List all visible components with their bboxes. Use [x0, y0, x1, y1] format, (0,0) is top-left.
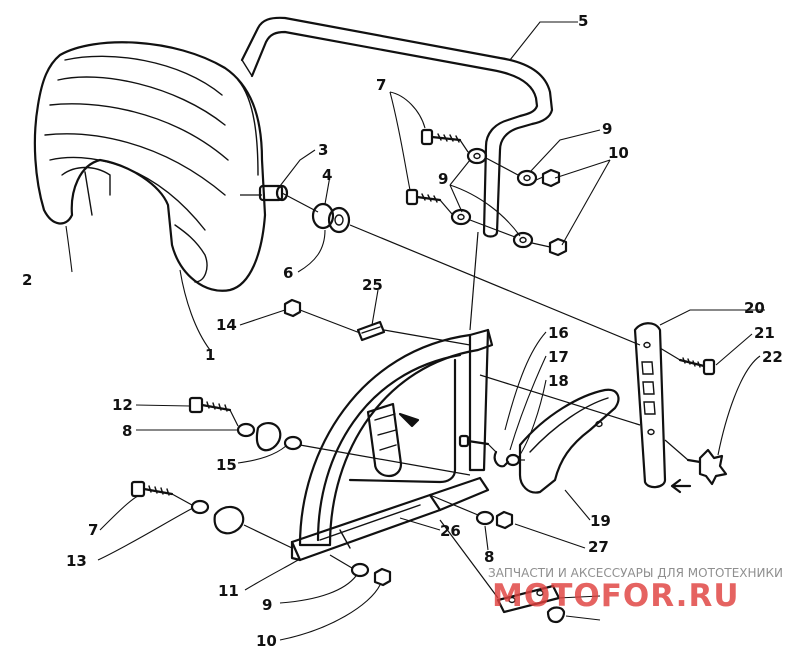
callout-25: 27 — [588, 538, 609, 556]
upper-washers — [450, 147, 538, 249]
upper-nuts — [541, 168, 568, 257]
callout-10-lower: 10 — [256, 632, 277, 650]
backrest-tube — [240, 16, 554, 238]
callout-23: 25 — [362, 276, 383, 294]
support-bracket — [290, 328, 494, 562]
callout-2: 2 — [22, 271, 32, 289]
hardware-16-18 — [458, 434, 521, 468]
leader-lines — [65, 21, 765, 641]
bolt-21 — [678, 357, 716, 376]
knob-22 — [686, 448, 728, 486]
callout-labels: 5 3 4 6 7 9 9 10 2 1 14 25 16 17 18 20 2… — [22, 12, 783, 650]
callout-12: 12 — [112, 396, 133, 414]
left-hardware-upper — [188, 396, 303, 452]
callout-14: 14 — [216, 316, 237, 334]
nut-14 — [283, 298, 302, 318]
callout-9-lower: 9 — [262, 596, 272, 614]
callout-24: 26 — [440, 522, 461, 540]
callout-16: 16 — [548, 324, 569, 342]
callout-19: 19 — [590, 512, 611, 530]
callout-5: 5 — [578, 12, 588, 30]
watermark-tagline: ЗАПЧАСТИ И АКСЕССУАРЫ ДЛЯ МОТОТЕХНИКИ — [488, 566, 783, 580]
assembly-axes — [171, 139, 689, 599]
side-plate — [633, 322, 692, 494]
callout-4: 4 — [322, 166, 332, 184]
clip-23 — [356, 320, 386, 342]
backrest-cushion — [33, 41, 267, 292]
upper-bolts — [405, 128, 462, 206]
callout-22: 22 — [762, 348, 783, 366]
callout-17: 17 — [548, 348, 569, 366]
callout-7-lower: 7 — [88, 521, 98, 539]
callout-13: 13 — [66, 552, 87, 570]
watermark-brand: МОТОFOR.RU — [492, 578, 740, 614]
left-hardware-lower — [130, 480, 245, 535]
callout-3: 3 — [318, 141, 328, 159]
callout-7-upper: 7 — [376, 76, 386, 94]
callout-9-upper-right: 9 — [602, 120, 612, 138]
callout-18: 18 — [548, 372, 569, 390]
callout-8-left: 8 — [122, 422, 132, 440]
callout-10-upper: 10 — [608, 144, 629, 162]
callout-20: 20 — [744, 299, 765, 317]
callout-21: 21 — [754, 324, 775, 342]
callout-15: 15 — [216, 456, 237, 474]
watermark: ЗАПЧАСТИ И АКСЕССУАРЫ ДЛЯ МОТОТЕХНИКИ МО… — [488, 566, 783, 614]
lower-right-hardware — [350, 510, 566, 624]
callout-1: 1 — [205, 346, 215, 364]
armrest-pad — [518, 388, 620, 494]
callout-9-upper-mid: 9 — [438, 170, 448, 188]
spacer-grommet — [258, 184, 351, 234]
callout-8-right: 8 — [484, 548, 494, 566]
callout-11: 11 — [218, 582, 239, 600]
callout-6: 6 — [283, 264, 293, 282]
